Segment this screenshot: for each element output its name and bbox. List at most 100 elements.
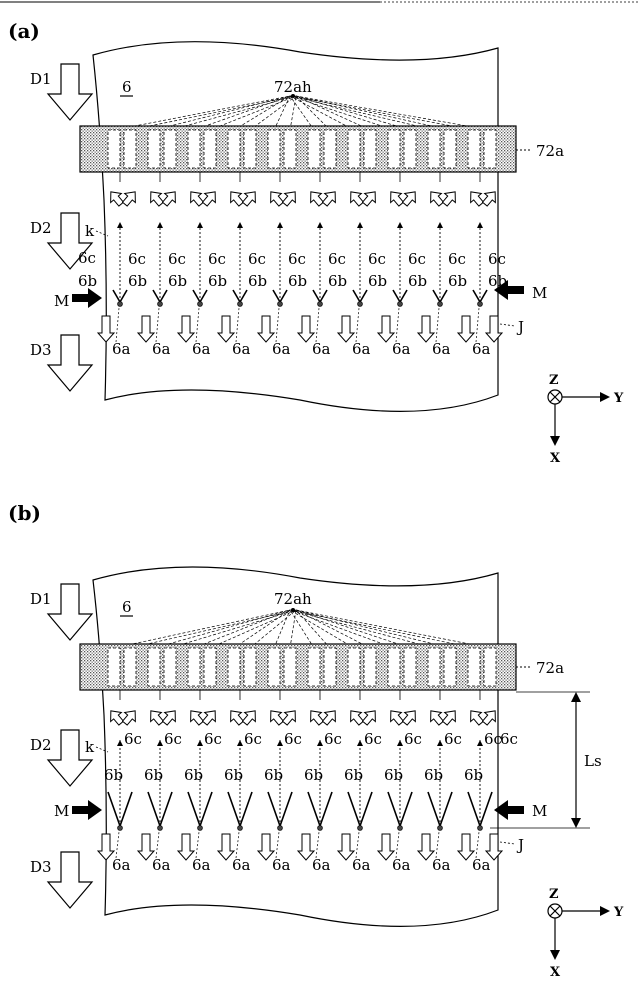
tip-label-c: 6c — [404, 730, 422, 748]
bar-hole — [204, 130, 216, 168]
m-left-arrow-a — [72, 288, 102, 308]
left-b-label-a: 6b — [78, 272, 97, 290]
tip-label-c: 6c — [208, 250, 226, 268]
fan-line — [114, 96, 290, 130]
hollow-arrow — [185, 187, 206, 208]
fan-line — [290, 96, 296, 130]
hole-label-a: 72ah — [274, 78, 312, 96]
fan-line — [290, 96, 434, 130]
tip-label-b: 6b — [208, 272, 227, 290]
bottom-label: 6a — [232, 856, 251, 874]
bottom-arrow — [378, 316, 394, 342]
bar-label-b: 72a — [536, 659, 564, 677]
bottom-label: 6a — [112, 340, 131, 358]
leader-line — [276, 832, 279, 858]
axes-a: Z Y X — [548, 373, 624, 466]
needle-arm — [228, 792, 240, 826]
tip-label-c: 6c — [328, 250, 346, 268]
hollow-arrow — [239, 187, 260, 208]
leader-line — [116, 832, 119, 858]
bottom-label: 6a — [232, 340, 251, 358]
leader-line — [316, 832, 319, 858]
leader-line — [276, 308, 279, 342]
panel-b: (b) 6 72ah 72a k 6c M M J Ls — [8, 501, 602, 926]
hollow-arrow — [319, 187, 340, 208]
bottom-label: 6a — [152, 340, 171, 358]
bar-hole — [468, 130, 480, 168]
sheet-label-a: 6 — [122, 78, 132, 96]
tip-label-b: 6b — [144, 766, 163, 784]
tip-label-b: 6b — [384, 766, 403, 784]
needle-arm — [393, 290, 400, 302]
hollow-arrow — [185, 706, 206, 727]
needle-arm — [160, 792, 172, 826]
needle-tip — [438, 826, 443, 831]
hollow-arrow — [199, 706, 220, 727]
hollow-arrow — [439, 187, 460, 208]
needle-arrowhead — [317, 740, 323, 746]
needle-arrowhead — [117, 222, 123, 228]
leader-line — [436, 308, 439, 342]
bar-hole — [188, 130, 200, 168]
hollow-arrow — [119, 187, 140, 208]
fan-line — [290, 610, 434, 648]
needle-tip — [318, 826, 323, 831]
hollow-arrow — [399, 187, 420, 208]
needle-tip — [198, 826, 203, 831]
hollow-arrow — [439, 706, 460, 727]
m-left-label-a: M — [54, 292, 69, 310]
needle-arm — [308, 792, 320, 826]
tip-label-c: 6c — [168, 250, 186, 268]
bottom-arrow — [138, 316, 154, 342]
bar-hole — [164, 648, 176, 686]
dynamic-labels: D1D2D36c6b6a6c6b6a6c6b6a6c6b6a6c6b6a6c6b… — [30, 70, 507, 876]
bar-hole — [444, 130, 456, 168]
fan-line — [296, 610, 370, 648]
tip-label-b: 6b — [288, 272, 307, 290]
bottom-label: 6a — [352, 340, 371, 358]
fan-line — [250, 96, 296, 130]
hollow-arrow — [105, 706, 126, 727]
tip-label-b: 6b — [224, 766, 243, 784]
axis-z-label-b: Z — [549, 887, 559, 902]
needle-tip — [118, 302, 123, 307]
needle-arm — [388, 792, 400, 826]
needle-arm — [440, 792, 452, 826]
axis-z-label-a: Z — [549, 373, 559, 388]
needle-arrowhead — [237, 740, 243, 746]
bar-hole — [124, 648, 136, 686]
bar-hole — [284, 648, 296, 686]
bottom-arrow — [338, 316, 354, 342]
needle-tip — [278, 302, 283, 307]
bar-hole — [428, 130, 440, 168]
fan-line — [290, 610, 354, 648]
leader-line — [356, 308, 359, 342]
axis-y-label-a: Y — [613, 391, 624, 406]
bottom-label: 6a — [272, 856, 291, 874]
bottom-label: 6a — [112, 856, 131, 874]
bar-hole — [484, 648, 496, 686]
fan-line — [170, 96, 296, 130]
needle-arrowhead — [117, 740, 123, 746]
tip-label-c: 6c — [444, 730, 462, 748]
tip-label-c: 6c — [364, 730, 382, 748]
needle-arm — [153, 290, 160, 302]
needle-arm — [313, 290, 320, 302]
fan-line — [130, 96, 296, 130]
bar-hole — [324, 648, 336, 686]
leader-line — [356, 832, 359, 858]
hollow-arrow — [199, 187, 220, 208]
needle-arrowhead — [277, 222, 283, 228]
hollow-arrow-pairs-a — [105, 187, 500, 208]
bar-hole — [484, 130, 496, 168]
tip-label-c: 6c — [204, 730, 222, 748]
m-right-label-b: M — [532, 802, 547, 820]
fan-lines-b — [114, 608, 490, 648]
bottom-arrows-a — [98, 316, 502, 342]
leader-line — [396, 308, 399, 342]
leader-line — [156, 832, 159, 858]
needle-tip — [358, 302, 363, 307]
needle-arm — [280, 290, 287, 302]
needle-arm — [360, 792, 372, 826]
needle-arrowhead — [277, 740, 283, 746]
